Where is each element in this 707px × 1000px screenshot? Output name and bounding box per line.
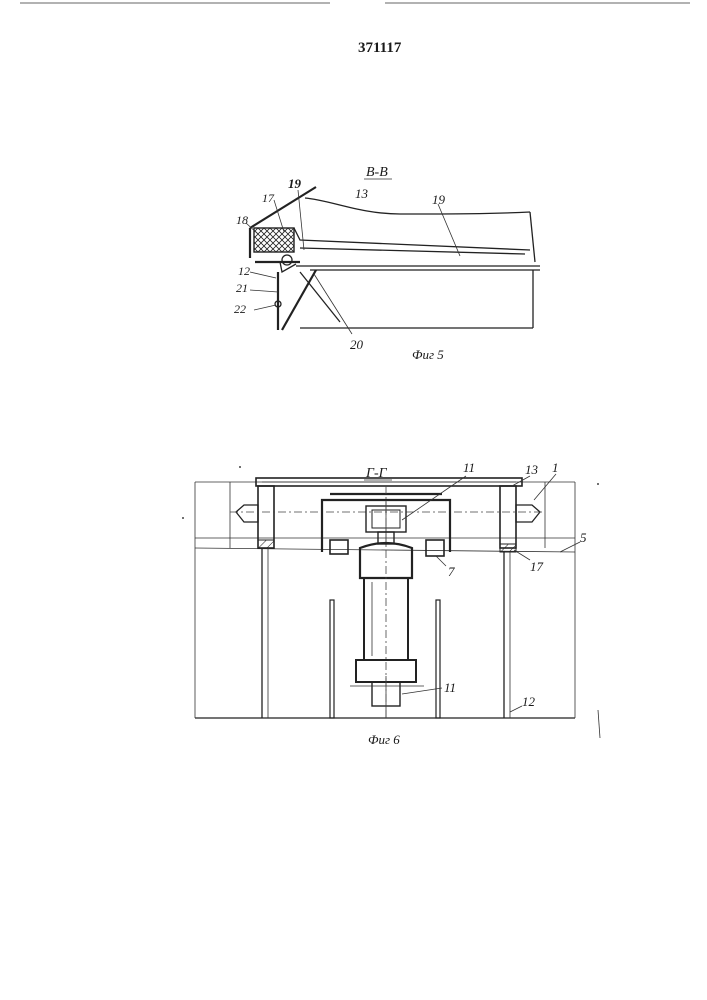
fig6-label-1: 1 — [552, 460, 559, 475]
channel-right — [500, 486, 516, 548]
bracket — [280, 262, 296, 272]
fig5-label-21: 21 — [236, 281, 248, 295]
leader-19a — [298, 190, 304, 250]
seal-17 — [500, 544, 516, 552]
fig6-label-7: 7 — [448, 564, 455, 579]
fig5-label-17: 17 — [262, 191, 275, 205]
fig5-label-13: 13 — [355, 186, 369, 201]
leader-12 — [250, 272, 276, 278]
fig5-label-18: 18 — [236, 213, 248, 227]
fig6-label-11b: 11 — [444, 680, 456, 695]
fig5-label-22: 22 — [234, 302, 246, 316]
leader-7 — [436, 556, 446, 566]
fig6-label-5: 5 — [580, 530, 587, 545]
leader-5 — [560, 542, 580, 552]
fig6-caption: Фиг 6 — [368, 732, 400, 747]
buffer-right — [516, 505, 540, 522]
carriage-foot-7 — [426, 540, 444, 556]
figure-6: Г-Г — [195, 460, 587, 747]
roller-19 — [282, 255, 292, 265]
fig5-caption: Фиг 5 — [412, 347, 444, 362]
seal-block-18 — [254, 228, 294, 252]
fig5-label-12: 12 — [238, 264, 250, 278]
rail-band-lower — [195, 548, 575, 552]
figure-5: В-В — [234, 165, 540, 362]
channel-left — [258, 486, 274, 548]
buffer-left — [236, 505, 258, 522]
leader-12 — [510, 706, 522, 712]
patent-number: 371117 — [358, 40, 402, 56]
leader-21 — [250, 290, 278, 292]
fig6-label-13: 13 — [525, 462, 539, 477]
strut — [282, 270, 316, 330]
cover-right-end — [530, 212, 535, 262]
cover-top-curve — [305, 198, 530, 214]
fig5-section-title: В-В — [366, 165, 388, 180]
fig5-label-20: 20 — [350, 337, 364, 352]
diagonal-20 — [300, 272, 340, 322]
leader-20 — [314, 274, 352, 334]
guide-right — [436, 600, 440, 718]
inclined-plate — [250, 187, 316, 228]
seal-left — [258, 540, 274, 548]
inner-plate-upper — [294, 228, 530, 250]
leader-17 — [274, 200, 284, 232]
fig6-label-11a: 11 — [463, 460, 475, 475]
fig5-label-19b: 19 — [432, 192, 446, 207]
guide-left — [330, 600, 334, 718]
leader-11a — [402, 476, 466, 520]
fig5-label-19a: 19 — [288, 176, 302, 191]
fig6-label-12: 12 — [522, 694, 536, 709]
scan-marks — [182, 466, 600, 738]
leader-19b — [438, 204, 460, 256]
leader-22 — [254, 305, 276, 310]
fig6-label-17: 17 — [530, 559, 544, 574]
carriage-foot-left — [330, 540, 348, 554]
